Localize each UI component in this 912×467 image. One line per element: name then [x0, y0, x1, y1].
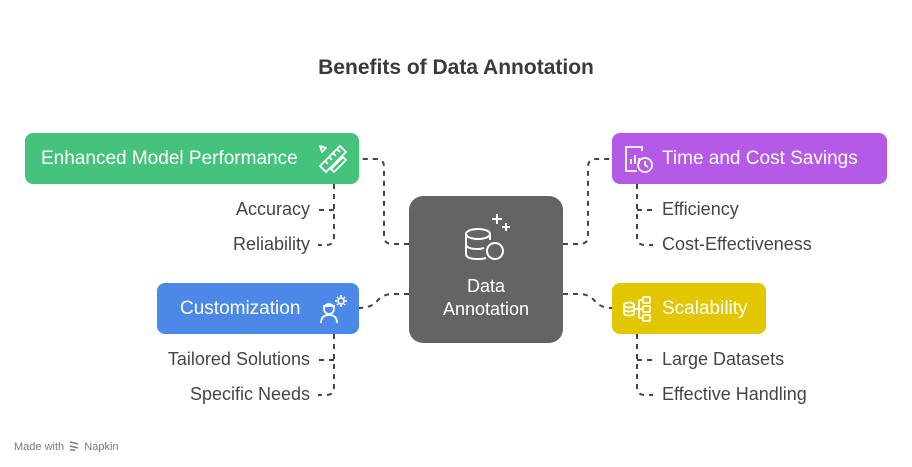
report-clock-icon [625, 146, 653, 173]
made-with-napkin-footer[interactable]: Made with Napkin [14, 441, 119, 453]
napkin-logo-icon [70, 441, 79, 451]
branch-label: Enhanced Model Performance [41, 147, 298, 169]
branch-label: Customization [180, 297, 301, 319]
center-label-line2: Annotation [442, 299, 530, 319]
sub-item-large-datasets: Large Datasets [662, 349, 785, 369]
sub-item-cost-effectiveness: Cost-Effectiveness [662, 234, 812, 254]
branch-customization: Customization [157, 283, 359, 334]
sub-item-efficiency: Efficiency [662, 199, 739, 219]
pencil-ruler-icon [319, 145, 347, 173]
center-label-line1: Data [466, 276, 506, 296]
branch-enhanced-model-performance: Enhanced Model Performance [25, 133, 359, 184]
napkin-brand-label: Napkin [84, 441, 119, 453]
sub-item-accuracy: Accuracy [235, 199, 310, 219]
sub-item-specific-needs: Specific Needs [189, 384, 310, 404]
sub-item-effective-handling: Effective Handling [662, 384, 807, 404]
branch-time-and-cost-savings: Time and Cost Savings [612, 133, 887, 184]
person-gear-icon [320, 295, 347, 324]
made-with-label: Made with [14, 441, 65, 453]
sub-item-tailored-solutions: Tailored Solutions [167, 349, 310, 369]
hierarchy-database-icon [623, 296, 651, 322]
branch-label: Scalability [662, 297, 748, 319]
database-sparkle-icon [465, 214, 510, 261]
branch-label: Time and Cost Savings [662, 147, 858, 169]
branch-scalability: Scalability [612, 283, 766, 334]
center-node: Data Annotation [409, 196, 563, 343]
diagram-title: Benefits of Data Annotation [318, 56, 594, 79]
sub-item-reliability: Reliability [232, 234, 310, 254]
